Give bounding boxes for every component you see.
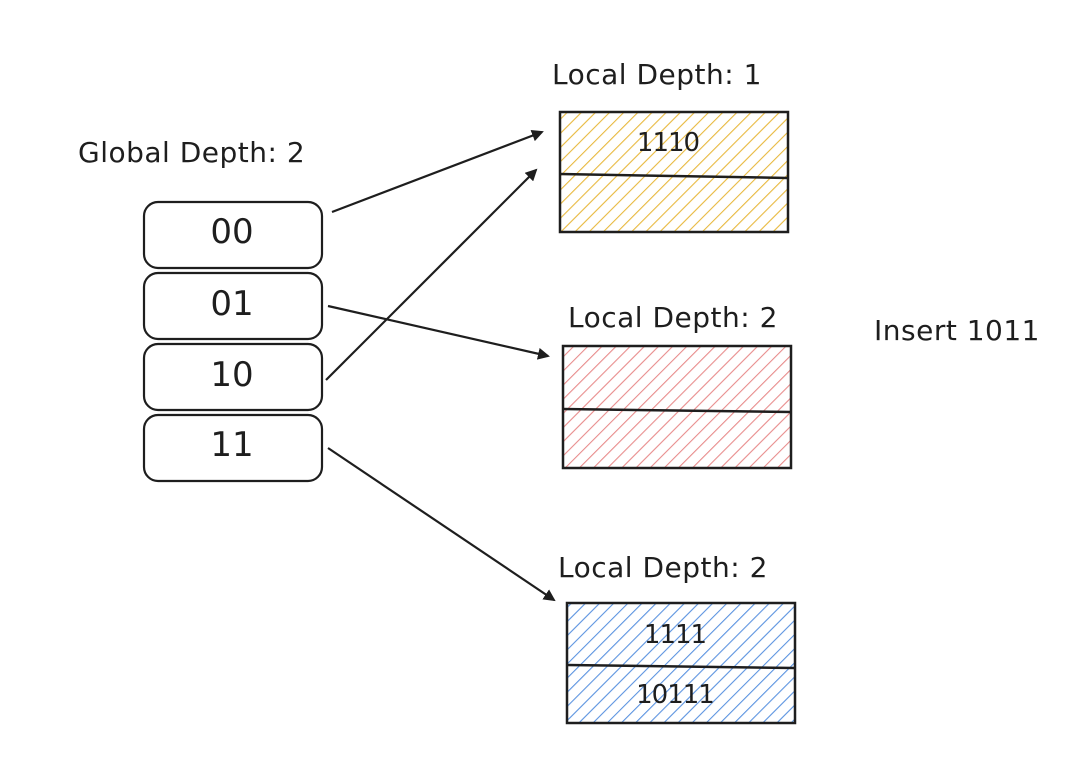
bucket-3-slot-2: 10111 (636, 680, 715, 710)
bucket-fill (560, 112, 788, 232)
directory-slot-00 (142, 200, 324, 270)
arrow-10-to-bucket-1 (325, 168, 538, 381)
bucket-outline (565, 601, 797, 725)
bucket-divider (566, 663, 796, 670)
directory-label-11: 11 (210, 425, 254, 465)
bucket-outline (561, 344, 793, 470)
directory (142, 200, 324, 483)
global-depth-label: Global Depth: 2 (78, 136, 306, 169)
arrow-11-to-bucket-3 (327, 447, 556, 602)
bucket-divider (559, 172, 789, 180)
directory-label-00: 00 (210, 212, 254, 252)
bucket-1-slot-1: 1110 (636, 128, 700, 158)
insert-label: Insert 1011 (874, 314, 1040, 347)
directory-label-10: 10 (210, 355, 254, 395)
bucket-3-slot-1: 1111 (643, 620, 707, 650)
bucket-fill (567, 603, 795, 723)
bucket-local-depth-2-a (561, 344, 793, 470)
directory-slot-10 (142, 342, 324, 412)
bucket-local-depth-1 (558, 110, 790, 234)
bucket-1-depth-label: Local Depth: 1 (552, 58, 762, 91)
arrow-00-to-bucket-1 (331, 129, 544, 214)
bucket-outline (558, 110, 790, 234)
arrow-01-to-bucket-2 (327, 304, 550, 360)
directory-slot-11 (142, 413, 324, 483)
bucket-local-depth-2-b (565, 601, 797, 725)
directory-slot-01 (142, 271, 324, 341)
directory-label-01: 01 (210, 284, 254, 324)
bucket-fill (563, 346, 791, 468)
bucket-divider (562, 407, 792, 414)
pointer-arrows (325, 129, 556, 602)
bucket-2-depth-label: Local Depth: 2 (568, 301, 778, 334)
bucket-3-depth-label: Local Depth: 2 (558, 551, 768, 584)
